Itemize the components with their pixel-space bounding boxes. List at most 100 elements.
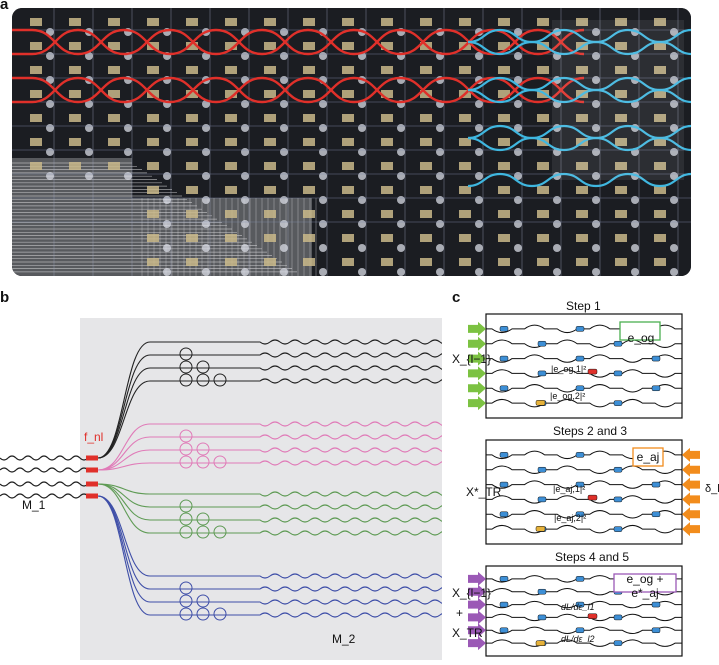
gold-heater-pad	[420, 234, 432, 242]
step1-upper-annotation: |e_og,1|²	[551, 364, 587, 374]
gold-heater-pad	[381, 42, 393, 50]
phase-heater	[537, 340, 547, 347]
gold-heater-pad	[381, 162, 393, 170]
gold-heater-pad	[186, 162, 198, 170]
gold-heater-pad	[30, 162, 42, 170]
input-arrow	[468, 321, 486, 336]
gold-heater-pad	[498, 90, 510, 98]
dot-array	[319, 148, 327, 156]
dot-array	[553, 244, 561, 252]
dot-array	[46, 148, 54, 156]
gold-heater-pad	[303, 90, 315, 98]
gold-heater-pad	[264, 210, 276, 218]
dot-array	[280, 28, 288, 36]
dot-array	[358, 124, 366, 132]
highlighted-heater	[535, 640, 546, 646]
gold-heater-pad	[303, 258, 315, 266]
dot-array	[436, 148, 444, 156]
step2-title: Steps 2 and 3	[553, 424, 628, 438]
gold-heater-pad	[420, 210, 432, 218]
gold-heater-pad	[264, 42, 276, 50]
gold-heater-pad	[420, 258, 432, 266]
network-schematic-svg	[0, 318, 451, 660]
gold-heater-pad	[69, 114, 81, 122]
gold-heater-pad	[108, 66, 120, 74]
gold-heater-pad	[303, 162, 315, 170]
step2-upper-annotation: |e_aj,1|²	[553, 484, 586, 494]
dot-array	[436, 268, 444, 276]
gold-heater-pad	[342, 138, 354, 146]
field-label-box	[632, 447, 664, 467]
step1-input-label: X_{l−1}	[452, 352, 492, 366]
dot-array	[514, 52, 522, 60]
cyan-optical-path	[467, 88, 691, 104]
input-arrow	[682, 492, 700, 507]
dot-array	[241, 220, 249, 228]
dot-array	[319, 172, 327, 180]
phase-heater	[537, 370, 547, 377]
gold-heater-pad	[654, 258, 666, 266]
gold-heater-pad	[576, 186, 588, 194]
dot-array	[280, 220, 288, 228]
dot-array	[514, 148, 522, 156]
dot-array	[241, 244, 249, 252]
phase-heater	[613, 466, 623, 473]
gold-heater-pad	[498, 66, 510, 74]
gold-heater-pad	[186, 114, 198, 122]
nonlinearity-element	[86, 455, 98, 461]
gold-heater-pad	[459, 114, 471, 122]
gold-heater-pad	[654, 138, 666, 146]
input-arrow	[468, 351, 486, 366]
ring-resonator	[179, 373, 193, 387]
input-arrow	[468, 381, 486, 396]
phase-heater	[651, 385, 661, 392]
fanout-waveguide	[97, 367, 151, 459]
gold-heater-pad	[381, 138, 393, 146]
gold-heater-pad	[381, 90, 393, 98]
gold-heater-pad	[342, 42, 354, 50]
gold-heater-pad	[303, 210, 315, 218]
gold-heater-pad	[615, 210, 627, 218]
dot-array	[280, 124, 288, 132]
dot-array	[670, 268, 678, 276]
gold-heater-pad	[225, 138, 237, 146]
ring-resonator	[179, 499, 193, 513]
gold-heater-pad	[615, 258, 627, 266]
gold-heater-pad	[69, 138, 81, 146]
highlighted-heater	[587, 368, 598, 375]
gold-heater-pad	[498, 162, 510, 170]
network-schematic: f_nl M_1 M_2	[0, 318, 451, 660]
gold-heater-pad	[381, 18, 393, 26]
step3-plus: +	[456, 606, 464, 620]
gold-heater-pad	[537, 234, 549, 242]
gold-heater-pad	[420, 162, 432, 170]
dot-array	[241, 148, 249, 156]
input-arrow	[682, 447, 700, 462]
fanout-waveguide	[97, 462, 151, 471]
ring-resonator	[213, 525, 227, 539]
gold-heater-pad	[147, 186, 159, 194]
gold-heater-pad	[342, 210, 354, 218]
gold-heater-pad	[69, 18, 81, 26]
gold-heater-pad	[381, 234, 393, 242]
gold-heater-pad	[615, 90, 627, 98]
gold-heater-pad	[186, 186, 198, 194]
gold-heater-pad	[225, 186, 237, 194]
gold-heater-pad	[420, 18, 432, 26]
gold-heater-pad	[498, 186, 510, 194]
gold-heater-pad	[654, 90, 666, 98]
mesh-waveguide	[150, 612, 451, 618]
input-arrow	[468, 636, 486, 651]
fanout-waveguide	[97, 380, 151, 459]
ring-resonator	[196, 607, 210, 621]
gold-heater-pad	[303, 186, 315, 194]
dot-array	[241, 172, 249, 180]
dot-array	[124, 172, 132, 180]
gold-heater-pad	[537, 162, 549, 170]
gold-heater-pad	[342, 258, 354, 266]
gold-heater-pad	[147, 18, 159, 26]
mesh-waveguide	[150, 434, 451, 440]
input-arrow	[468, 597, 486, 612]
chip-photo-svg	[12, 8, 691, 276]
ring-resonator	[179, 429, 193, 443]
